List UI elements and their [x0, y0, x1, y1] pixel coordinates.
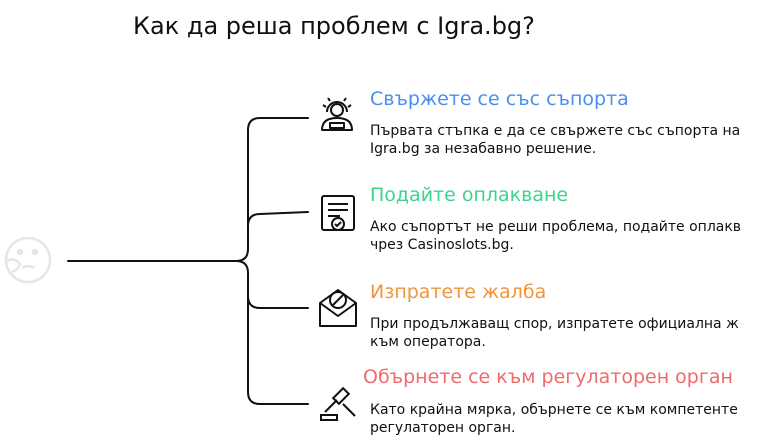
certificate-icon	[321, 195, 355, 231]
step-3-desc-line1: При продължаващ спор, изпратете официалн…	[370, 316, 739, 332]
step-4-desc-line2: регулаторен орган.	[370, 420, 516, 436]
step-4-desc-line1: Като крайна мярка, обърнете се към компе…	[370, 402, 738, 418]
step-1-desc-line1: Първата стъпка е да се свържете със съпо…	[370, 123, 741, 139]
step-3-desc-line2: към оператора.	[370, 334, 486, 350]
thinking-face-icon	[4, 236, 52, 284]
brace-connector	[67, 117, 309, 405]
blocked-mail-icon	[319, 289, 357, 327]
page-title: Как да реша проблем с Igra.bg?	[133, 12, 535, 40]
support-agent-icon	[321, 97, 353, 131]
gavel-icon	[320, 386, 356, 421]
step-1-desc-line2: Igra.bg за незабавно решение.	[370, 141, 597, 157]
step-2-title: Подайте оплакване	[370, 184, 569, 206]
step-2-desc-line2: чрез Casinoslots.bg.	[370, 237, 514, 253]
step-3-title: Изпратете жалба	[370, 281, 547, 303]
step-1-title: Свържете се със съпорта	[370, 88, 629, 110]
step-2-desc-line1: Ако съпортът не реши проблема, подайте о…	[370, 219, 742, 235]
step-4-title: Обърнете се към регулаторен орган	[363, 366, 733, 388]
